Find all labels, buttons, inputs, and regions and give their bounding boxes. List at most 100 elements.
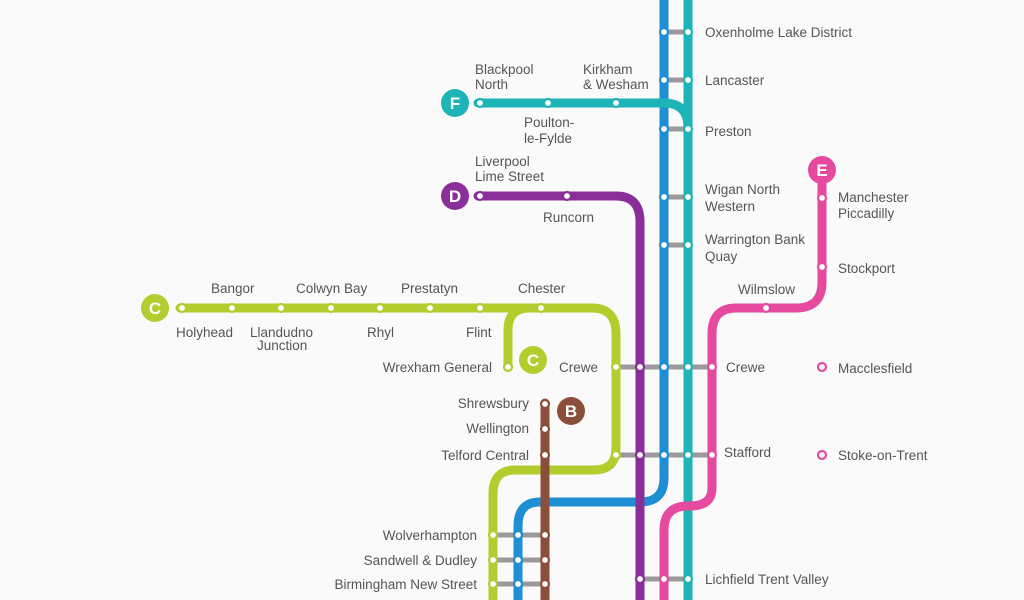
route-d-line	[473, 191, 645, 600]
label-llandudno-2: Junction	[257, 338, 307, 353]
route-c-wrexham-branch	[503, 303, 545, 371]
stop-liverpool[interactable]	[474, 190, 486, 202]
stop-colwyn[interactable]	[325, 302, 337, 314]
stop-runcorn[interactable]	[561, 190, 573, 202]
stop-crewe-blue[interactable]	[658, 361, 670, 373]
stop-stafford-pink[interactable]	[706, 449, 718, 461]
label-holyhead: Holyhead	[176, 325, 233, 340]
label-wrexham: Wrexham General	[383, 360, 492, 375]
stop-poulton[interactable]	[542, 97, 554, 109]
stop-wellington[interactable]	[539, 423, 551, 435]
stop-bangor[interactable]	[226, 302, 238, 314]
label-blackpool-1: Blackpool	[475, 62, 534, 77]
label-shrewsbury: Shrewsbury	[458, 396, 530, 411]
stop-preston-teal[interactable]	[682, 123, 694, 135]
label-wolverhampton: Wolverhampton	[383, 528, 477, 543]
label-stoke: Stoke-on-Trent	[838, 448, 928, 463]
stop-manchester[interactable]	[816, 192, 828, 204]
badge-line-f[interactable]: F	[441, 89, 469, 117]
label-warrington-2: Quay	[705, 249, 738, 264]
badge-line-e[interactable]: E	[808, 156, 836, 184]
stop-sandwell-blue[interactable]	[512, 554, 524, 566]
stop-crewe-teal[interactable]	[682, 361, 694, 373]
stop-lichfield-teal[interactable]	[682, 573, 694, 585]
route-e-line	[659, 177, 827, 600]
label-crewe-left: Crewe	[559, 360, 598, 375]
label-wellington: Wellington	[466, 421, 529, 436]
label-liverpool-2: Lime Street	[475, 169, 544, 184]
stop-wilmslow[interactable]	[760, 302, 772, 314]
label-lichfield: Lichfield Trent Valley	[705, 572, 829, 587]
label-flint: Flint	[466, 325, 492, 340]
stop-blackpool[interactable]	[474, 97, 486, 109]
stop-birmingham-blue[interactable]	[512, 578, 524, 590]
stop-wrexham[interactable]	[502, 361, 514, 373]
stop-crewe-lime[interactable]	[610, 361, 622, 373]
stop-stafford-blue[interactable]	[658, 449, 670, 461]
label-liverpool-1: Liverpool	[475, 154, 530, 169]
stop-crewe-pink[interactable]	[706, 361, 718, 373]
stop-stafford-lime[interactable]	[610, 449, 622, 461]
stop-macclesfield[interactable]	[816, 361, 828, 373]
stop-preston-blue[interactable]	[658, 123, 670, 135]
stop-oxenholme-blue[interactable]	[658, 26, 670, 38]
badge-e-label: E	[816, 161, 827, 180]
label-wigan-1: Wigan North	[705, 182, 780, 197]
badge-c2-label: C	[527, 351, 539, 370]
route-blue-trunk	[513, 0, 669, 600]
stop-holyhead[interactable]	[176, 302, 188, 314]
stop-lancaster-teal[interactable]	[682, 74, 694, 86]
stop-birmingham-brown[interactable]	[539, 578, 551, 590]
label-birmingham: Birmingham New Street	[334, 577, 477, 592]
stop-wolverhampton-brown[interactable]	[539, 529, 551, 541]
stop-lancaster-blue[interactable]	[658, 74, 670, 86]
stop-lichfield-purple[interactable]	[634, 573, 646, 585]
stop-stafford-teal[interactable]	[682, 449, 694, 461]
stop-sandwell-brown[interactable]	[539, 554, 551, 566]
label-poulton-2: le-Fylde	[524, 131, 572, 146]
label-colwyn: Colwyn Bay	[296, 281, 368, 296]
label-telford: Telford Central	[441, 448, 529, 463]
stop-rhyl[interactable]	[374, 302, 386, 314]
stop-wolverhampton-lime[interactable]	[487, 529, 499, 541]
stop-shrewsbury[interactable]	[539, 398, 551, 410]
stop-prestatyn[interactable]	[424, 302, 436, 314]
stop-oxenholme-teal[interactable]	[682, 26, 694, 38]
stop-wigan-blue[interactable]	[658, 191, 670, 203]
stop-llandudno[interactable]	[275, 302, 287, 314]
stop-wigan-teal[interactable]	[682, 191, 694, 203]
stop-birmingham-lime[interactable]	[487, 578, 499, 590]
stop-stoke[interactable]	[816, 449, 828, 461]
badge-line-c-wrexham[interactable]: C	[519, 346, 547, 374]
badge-d-label: D	[449, 187, 461, 206]
label-sandwell: Sandwell & Dudley	[364, 553, 478, 568]
label-prestatyn: Prestatyn	[401, 281, 458, 296]
stop-lichfield-pink[interactable]	[658, 573, 670, 585]
stop-warrington-teal[interactable]	[682, 239, 694, 251]
stop-wolverhampton-blue[interactable]	[512, 529, 524, 541]
badge-line-c-west[interactable]: C	[141, 294, 169, 322]
stop-stockport[interactable]	[816, 261, 828, 273]
label-llandudno-1: Llandudno	[250, 325, 313, 340]
badge-line-b[interactable]: B	[557, 397, 585, 425]
label-crewe-right: Crewe	[726, 360, 765, 375]
stop-telford[interactable]	[539, 449, 551, 461]
route-f-line	[473, 98, 693, 133]
stop-stafford-purple[interactable]	[634, 449, 646, 461]
stop-flint[interactable]	[474, 302, 486, 314]
label-macclesfield: Macclesfield	[838, 361, 912, 376]
label-stafford: Stafford	[724, 445, 771, 460]
label-wigan-2: Western	[705, 199, 755, 214]
label-warrington-1: Warrington Bank	[705, 232, 805, 247]
label-kirkham-1: Kirkham	[583, 62, 633, 77]
label-lancaster: Lancaster	[705, 73, 765, 88]
label-manchester-1: Manchester	[838, 190, 909, 205]
stop-crewe-purple[interactable]	[634, 361, 646, 373]
stop-warrington-blue[interactable]	[658, 239, 670, 251]
stop-chester[interactable]	[535, 302, 547, 314]
stop-sandwell-lime[interactable]	[487, 554, 499, 566]
stop-kirkham[interactable]	[610, 97, 622, 109]
label-bangor: Bangor	[211, 281, 255, 296]
badge-line-d[interactable]: D	[441, 182, 469, 210]
